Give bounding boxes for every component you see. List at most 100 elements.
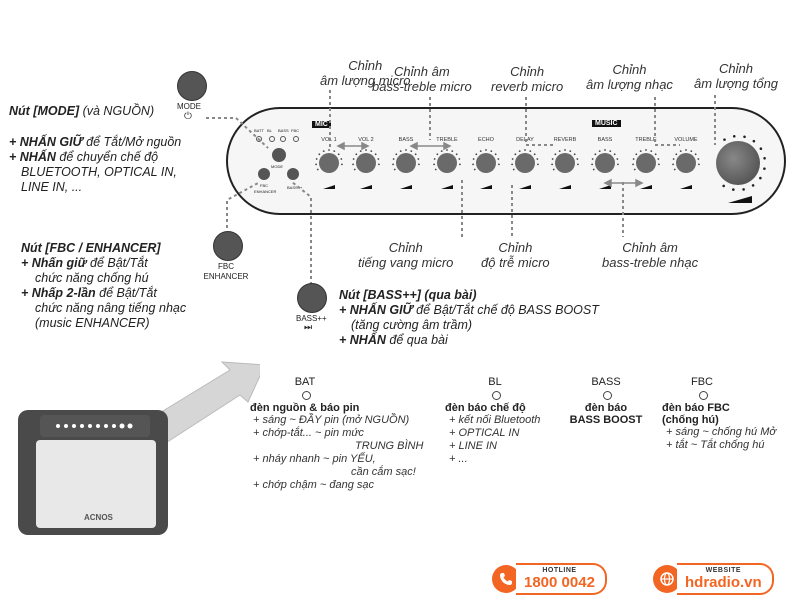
- indicator-bl-label: BL: [267, 128, 272, 133]
- website-caption: WEBSITE: [705, 567, 742, 574]
- legend-bl-led: [492, 391, 501, 400]
- knob-label: ECHO: [478, 137, 495, 143]
- knob[interactable]: VOL 2: [352, 137, 380, 189]
- mode-button-label: MODE: [177, 102, 201, 111]
- led-bl: [269, 136, 275, 142]
- hotline-badge[interactable]: HOTLINE 1800 0042: [492, 563, 607, 595]
- legend-bat: BAT đèn nguồn & báo pin + sáng ~ ĐẦY pin…: [245, 376, 423, 492]
- mode-title-rest: (và NGUỒN): [79, 104, 155, 118]
- master-dot: [732, 188, 735, 191]
- fbc-line: + Nhấn giữ để Bật/Tắt: [21, 256, 148, 270]
- legend-bat-title: đèn nguồn & báo pin: [250, 402, 360, 414]
- mode-desc: + NHẤN GIỮ để Tắt/Mở nguồn + NHẤN để chu…: [9, 135, 181, 195]
- level-wedge: [559, 185, 571, 189]
- fbc-button[interactable]: [213, 231, 243, 261]
- level-wedge: [441, 185, 453, 189]
- mode-title: Nút [MODE] (và NGUỒN): [9, 104, 154, 119]
- master-dot: [723, 138, 726, 141]
- knob-label: BASS: [598, 137, 613, 143]
- indicator-leds: [256, 136, 306, 142]
- panel-mode-label: MODE: [271, 164, 283, 169]
- fbc-line: + Nhấp 2-lần để Bật/Tắt: [21, 286, 157, 300]
- level-wedge: [680, 185, 692, 189]
- level-wedge: [519, 185, 531, 189]
- bass-plus-desc: + NHẤN GIỮ để Bật/Tắt chế độ BASS BOOST …: [339, 303, 599, 348]
- master-dot: [763, 157, 766, 160]
- panel-fbc-button[interactable]: [258, 168, 270, 180]
- knob[interactable]: ECHO: [472, 137, 500, 189]
- leader-reverb: [525, 97, 555, 146]
- level-wedge: [360, 185, 372, 189]
- bass-plus-button[interactable]: [297, 283, 327, 313]
- master-volume-knob[interactable]: [716, 141, 760, 185]
- bass-plus-line: (tăng cường âm trầm): [351, 318, 473, 332]
- hotline-number: 1800 0042: [524, 574, 595, 591]
- fbc-line: chức năng nâng tiếng nhạc: [35, 301, 187, 315]
- speaker-illustration: [18, 361, 260, 535]
- indicator-fbc-label: FBC: [291, 128, 299, 133]
- level-wedge: [323, 185, 335, 189]
- panel-mode-button[interactable]: [272, 148, 286, 162]
- legend-fbc-tag: FBC: [691, 376, 713, 388]
- master-dot: [732, 134, 736, 138]
- knob[interactable]: VOLUME: [672, 137, 700, 189]
- mode-title-bold: Nút [MODE]: [9, 104, 80, 118]
- pointer-arrow: [139, 361, 260, 449]
- knob[interactable]: BASS: [591, 137, 619, 189]
- knob[interactable]: REVERB: [551, 137, 579, 189]
- level-wedge: [480, 185, 492, 189]
- knob[interactable]: BASS: [392, 137, 420, 189]
- website-badge[interactable]: WEBSITE hdradio.vn: [653, 563, 774, 595]
- mode-button[interactable]: [177, 71, 207, 101]
- panel-bass-button[interactable]: [287, 168, 299, 180]
- music-tag: MUSIC: [592, 120, 621, 127]
- knob-label: TREBLE: [436, 137, 458, 143]
- panel-fbc-label: FBC: [260, 183, 268, 188]
- leader-music-volume: [654, 97, 680, 146]
- legend-bass: BASS đèn báo BASS BOOST: [566, 376, 646, 426]
- fbc-line: (music ENHANCER): [35, 316, 150, 330]
- hotline-caption: HOTLINE: [542, 567, 577, 574]
- globe-icon: [653, 565, 681, 593]
- fbc-title: Nút [FBC / ENHANCER]: [21, 241, 161, 255]
- master-dot: [742, 188, 745, 191]
- legend-bass-tag: BASS: [591, 376, 621, 388]
- knob-label: REVERB: [554, 137, 577, 143]
- bass-plus-title: Nút [BASS++] (qua bài): [339, 288, 477, 302]
- speaker-grille: [36, 440, 156, 528]
- knob-label: TREBLE: [635, 137, 657, 143]
- legend-bass-led: [603, 391, 612, 400]
- master-dot: [759, 147, 763, 150]
- legend-fbc: FBC đèn báo FBC (chống hú) + sáng ~ chốn…: [662, 376, 776, 451]
- leader-fbc: [226, 181, 261, 228]
- fbc-desc: + Nhấn giữ để Bật/Tắt chức năng chống hú…: [21, 256, 186, 331]
- knob[interactable]: TREBLE: [433, 137, 461, 189]
- fbc-line: chức năng chống hú: [35, 271, 149, 285]
- led-bass: [280, 136, 286, 142]
- legend-bl-title: đèn báo chế độ: [445, 402, 526, 414]
- master-dot: [759, 176, 762, 180]
- led-fbc: [293, 136, 299, 142]
- mode-line: + NHẤN GIỮ để Tắt/Mở nguồn: [9, 135, 182, 149]
- phone-icon: [492, 565, 520, 593]
- knob-label: BASS: [399, 137, 414, 143]
- bass-plus-label: BASS++: [296, 314, 327, 323]
- indicator-batt-label: BATT: [254, 128, 264, 133]
- led-batt: [256, 136, 262, 142]
- master-level-wedge: [728, 196, 752, 203]
- legend-fbc-led: [699, 391, 708, 400]
- knob[interactable]: TREBLE: [632, 137, 660, 189]
- level-wedge: [400, 185, 412, 189]
- legend-bl: BL đèn báo chế độ + kết nối Bluetooth + …: [445, 376, 545, 466]
- level-wedge: [599, 185, 611, 189]
- mode-line: BLUETOOTH, OPTICAL IN,: [21, 165, 177, 179]
- power-icon: ⏻: [184, 111, 192, 122]
